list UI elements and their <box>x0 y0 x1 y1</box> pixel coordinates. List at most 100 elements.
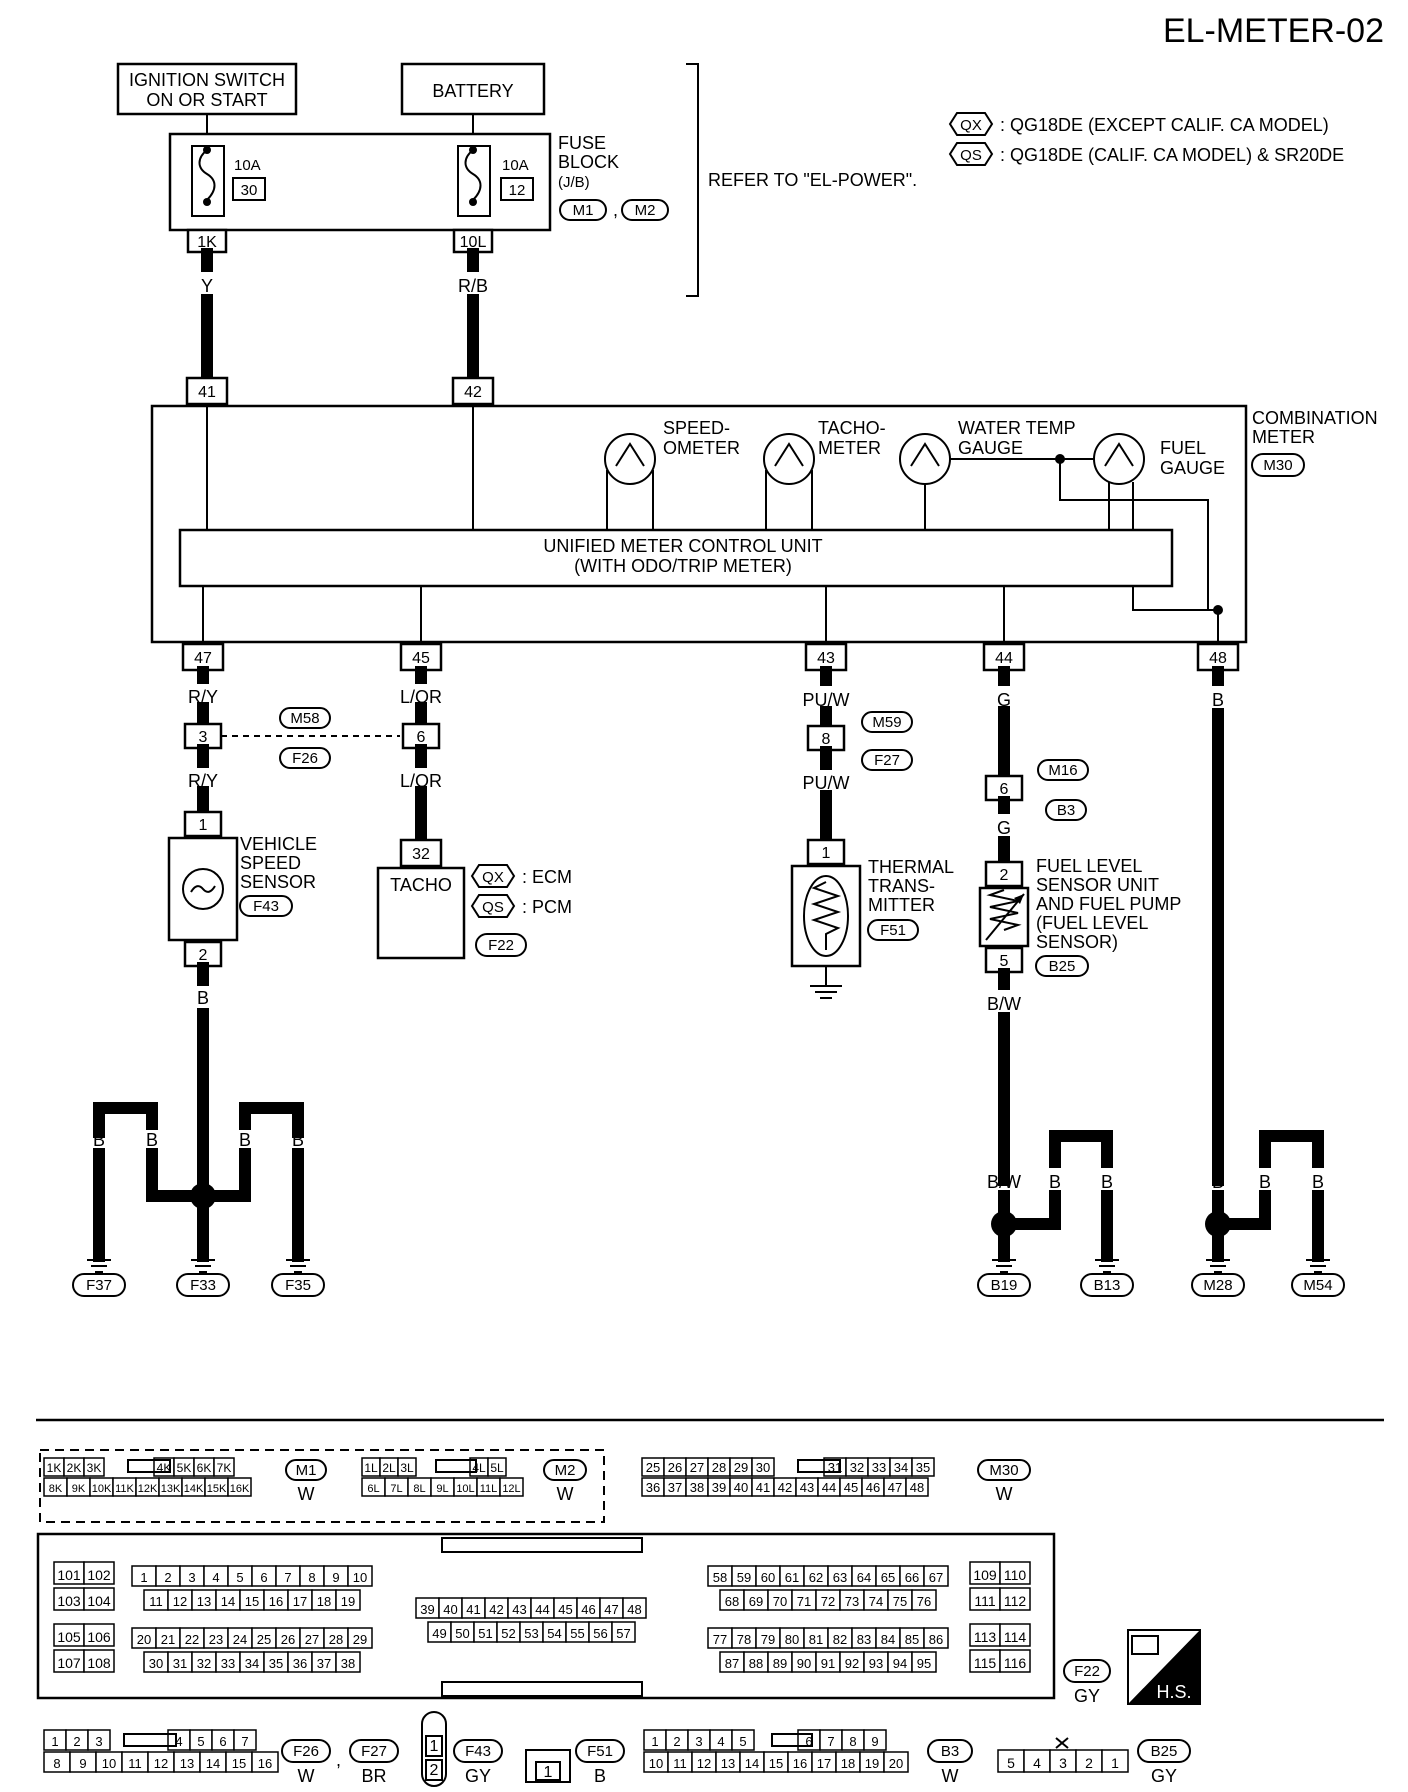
pin-number: 67 <box>929 1570 943 1585</box>
pin-number: 3L <box>400 1461 414 1475</box>
pin-number: 38 <box>341 1656 355 1671</box>
pin-number: 103 <box>57 1593 81 1609</box>
pin-cell <box>347 1565 373 1587</box>
conn-f26-color: W <box>298 1766 315 1786</box>
pin-number: 76 <box>917 1594 931 1609</box>
thermal-wire-b: PU/W <box>803 773 850 793</box>
conn-f22-color: GY <box>1074 1686 1100 1706</box>
conn-f43-name: F43 <box>465 1743 491 1760</box>
joint-conn-f26: F26 <box>292 750 318 767</box>
pin-cell <box>911 1457 935 1477</box>
conn-f51-name: F51 <box>587 1743 613 1760</box>
pin-cell <box>487 1457 507 1477</box>
pin-number: 7 <box>284 1570 291 1585</box>
conn-b25-color: GY <box>1151 1766 1177 1786</box>
pin-number: 2 <box>164 1570 171 1585</box>
pin-number: 12K <box>138 1483 158 1495</box>
ground48-wire: B <box>1212 690 1224 710</box>
tacho-pcm-text: : PCM <box>522 897 572 917</box>
speedometer-label-1: SPEED- <box>663 418 730 438</box>
pin-number: 109 <box>973 1567 997 1583</box>
vss-wire-a: R/Y <box>188 687 218 707</box>
pin-number: 7L <box>390 1483 402 1495</box>
pin-number: 13 <box>180 1756 194 1771</box>
pin-number: 84 <box>881 1632 895 1647</box>
conn-m30-color: W <box>996 1484 1013 1504</box>
pin-number: 9L <box>436 1483 448 1495</box>
meter-name-1: COMBINATION <box>1252 408 1378 428</box>
pin-cell <box>397 1457 417 1477</box>
tacho-wire-a: L/OR <box>400 687 442 707</box>
pin-cell <box>611 1621 636 1643</box>
pin-number: 56 <box>593 1626 607 1641</box>
conn-f22-name: F22 <box>1074 1663 1100 1680</box>
pin-number: 20 <box>137 1632 151 1647</box>
pin-number: 49 <box>432 1626 446 1641</box>
pin-number: 6 <box>219 1734 226 1749</box>
pin-number: 11 <box>673 1756 687 1771</box>
meter-name-2: METER <box>1252 427 1315 447</box>
ground-conn-m28: M28 <box>1203 1277 1232 1294</box>
pin-number: 35 <box>916 1460 930 1475</box>
power-section: IGNITION SWITCH ON OR START BATTERY 10A … <box>116 62 917 380</box>
pin-number: 7 <box>241 1734 248 1749</box>
fuse-block-connector-frame <box>39 1449 605 1523</box>
pin-number: 6K <box>197 1461 212 1475</box>
pin-number: 23 <box>209 1632 223 1647</box>
pin-number: 8 <box>849 1734 856 1749</box>
pin-number: 30 <box>756 1460 770 1475</box>
pin-number: 113 <box>974 1629 997 1645</box>
fuel-gauge-label-2: GAUGE <box>1160 458 1225 478</box>
pin-number: 71 <box>797 1594 811 1609</box>
pin-number: 13 <box>197 1594 211 1609</box>
vss-label-1: VEHICLE <box>240 834 317 854</box>
pin-number: 57 <box>616 1626 630 1641</box>
pin-cell <box>83 1649 115 1673</box>
pin-number: 3 <box>695 1734 702 1749</box>
pin-number: 68 <box>725 1594 739 1609</box>
pin-number: 14 <box>221 1594 235 1609</box>
pin-number: 42 <box>778 1480 792 1495</box>
legend-text-qx: : QG18DE (EXCEPT CALIF. CA MODEL) <box>1000 115 1329 135</box>
pin-number: 5K <box>177 1461 192 1475</box>
pin-number: 28 <box>329 1632 343 1647</box>
pin-number: 7K <box>217 1461 232 1475</box>
pin-number: 5L <box>490 1461 504 1475</box>
pin-number: 74 <box>869 1594 883 1609</box>
left-ground-wire-5: B <box>292 1130 304 1150</box>
pin-number: 80 <box>785 1632 799 1647</box>
ignition-label-1: IGNITION SWITCH <box>129 70 285 90</box>
pin-number: 106 <box>87 1629 111 1645</box>
water-temp-label-1: WATER TEMP <box>958 418 1076 438</box>
pin-number: 6 <box>260 1570 267 1585</box>
fuse-12-icon <box>464 149 482 201</box>
thermal-label-1: THERMAL <box>868 857 954 877</box>
conn-f51-color: B <box>594 1766 606 1786</box>
pin-number: 13 <box>721 1756 735 1771</box>
pin-number: 43 <box>800 1480 814 1495</box>
pin-number: 34 <box>245 1656 259 1671</box>
pin-cell <box>1101 1749 1129 1773</box>
tachometer-icon <box>763 433 815 485</box>
pin-cell <box>499 1477 524 1497</box>
pin-number: 4 <box>175 1734 182 1749</box>
vss-joint-pin: 3 <box>199 729 208 746</box>
pin-number: 12 <box>154 1756 168 1771</box>
pin-cell <box>622 1597 647 1619</box>
fuel-gauge-icon <box>1093 433 1145 485</box>
pin-number: 1 <box>651 1734 658 1749</box>
pin-number: 37 <box>317 1656 331 1671</box>
pin-number: 14 <box>745 1756 759 1771</box>
ground-conn-f33: F33 <box>190 1277 216 1294</box>
ground-conn-m54: M54 <box>1303 1277 1332 1294</box>
pin-number: 9 <box>871 1734 878 1749</box>
pin-number: 11 <box>149 1594 163 1609</box>
pin-number: 2 <box>1085 1755 1093 1771</box>
pin-number: 83 <box>857 1632 871 1647</box>
fuse-block-label-2: BLOCK <box>558 152 619 172</box>
